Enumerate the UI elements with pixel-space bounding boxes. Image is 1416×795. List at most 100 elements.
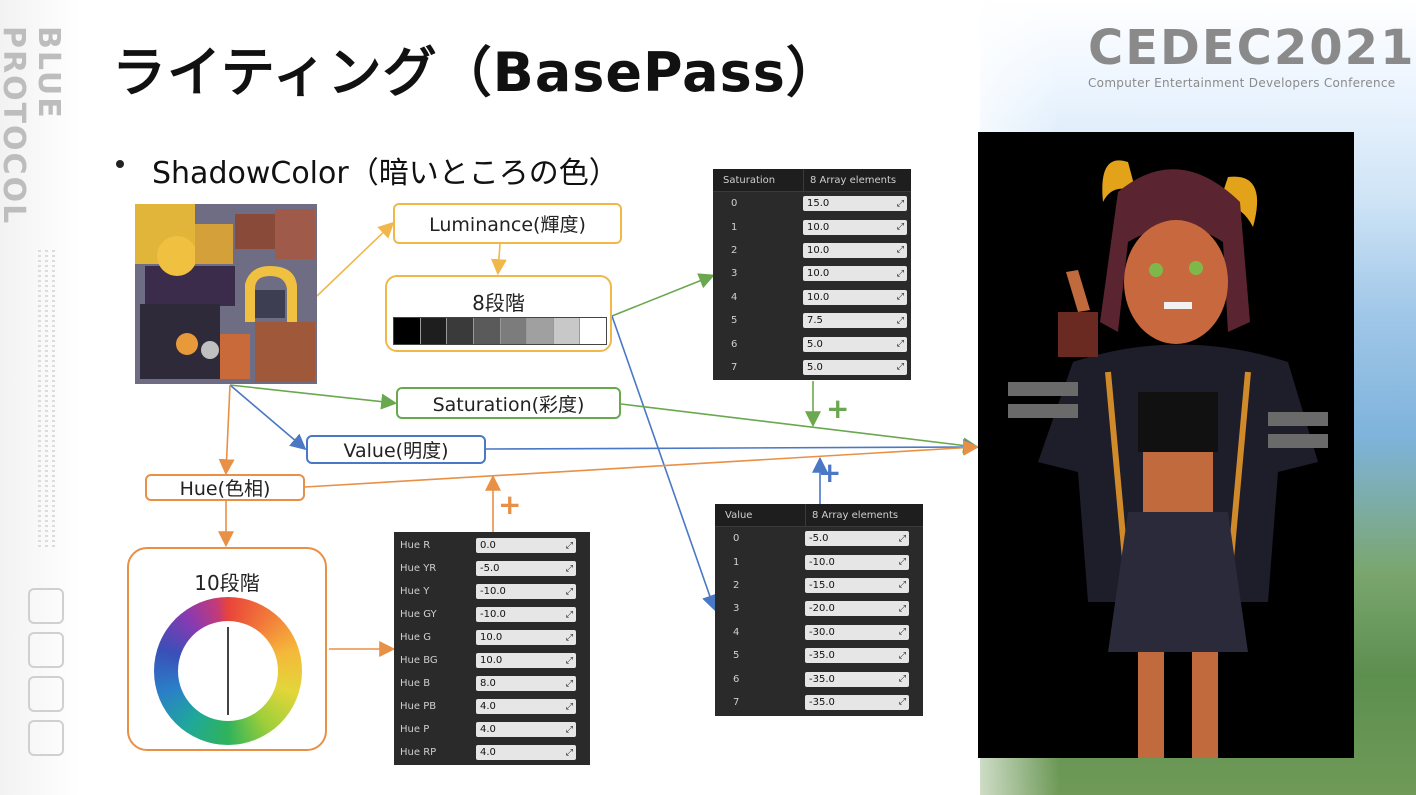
row-index: 5: [731, 315, 738, 327]
row-index: 7: [731, 361, 738, 373]
row-index: 3: [731, 268, 738, 280]
saturation-box: Saturation(彩度): [396, 387, 621, 419]
value-field[interactable]: 10.0⤢: [803, 242, 907, 258]
row-index: 4: [731, 291, 738, 303]
value-field[interactable]: -30.0⤢: [805, 624, 909, 640]
expand-icon: ⤢: [898, 697, 906, 708]
row-index: Hue Y: [400, 586, 430, 597]
expand-icon: ⤢: [898, 674, 906, 685]
expand-icon: ⤢: [565, 563, 573, 574]
bullet-dot: [116, 160, 124, 168]
luminance-box: Luminance(輝度): [393, 203, 622, 244]
array-row: 1-10.0⤢: [715, 550, 923, 573]
value-field[interactable]: -10.0⤢: [476, 584, 576, 599]
value-field[interactable]: 4.0⤢: [476, 745, 576, 760]
grayscale-steps: [393, 317, 607, 345]
expand-icon: ⤢: [898, 627, 906, 638]
expand-icon: ⤢: [896, 292, 904, 303]
array-row: 0 -5.0⤢: [715, 527, 923, 550]
value-field[interactable]: 4.0⤢: [476, 699, 576, 714]
hue-color-wheel: [154, 597, 302, 745]
steps10-label: 10段階: [194, 571, 260, 595]
row-index: Hue YR: [400, 563, 437, 574]
row-index: 6: [733, 673, 740, 685]
expand-icon: ⤢: [896, 198, 904, 209]
row-index: 0: [731, 198, 738, 210]
panel-header-label: Value: [725, 509, 753, 521]
value-field[interactable]: 7.5⤢: [803, 313, 907, 329]
value-field[interactable]: -35.0⤢: [805, 671, 909, 687]
row-index: Hue PB: [400, 701, 437, 712]
row-index: Hue P: [400, 724, 430, 735]
value-field[interactable]: -35.0⤢: [805, 694, 909, 710]
bullet-text: ShadowColor（暗いところの色）: [152, 156, 619, 191]
value-field[interactable]: -10.0⤢: [805, 554, 909, 570]
steps8-label: 8段階: [472, 291, 525, 315]
value-field[interactable]: 5.0⤢: [803, 336, 907, 352]
value-field[interactable]: 4.0⤢: [476, 722, 576, 737]
cedec-logo: CEDEC2021 Computer Entertainment Develop…: [1088, 20, 1413, 100]
value-field[interactable]: 10.0⤢: [476, 630, 576, 645]
array-row: 2 10.0⤢: [713, 239, 911, 262]
value-field[interactable]: -15.0⤢: [805, 577, 909, 593]
value-field[interactable]: -5.0⤢: [805, 531, 909, 547]
array-row: 3 -20.0⤢: [715, 597, 923, 620]
row-index: 2: [731, 244, 738, 256]
value-field[interactable]: 10.0⤢: [803, 289, 907, 305]
array-row: Hue BG 10.0⤢: [394, 649, 590, 672]
array-row: 6 5.0⤢: [713, 332, 911, 355]
slide-title: ライティング（BasePass）: [112, 41, 841, 104]
character-render: [978, 132, 1354, 758]
row-index: 7: [733, 696, 740, 708]
logo-main-text: CEDEC2021: [1088, 20, 1416, 76]
row-index: Hue BG: [400, 655, 438, 666]
value-field[interactable]: -35.0⤢: [805, 648, 909, 664]
value-field[interactable]: 10.0⤢: [476, 653, 576, 668]
expand-icon: ⤢: [565, 632, 573, 643]
panel-header-count: 8 Array elements: [803, 169, 911, 191]
logo-sub-text: Computer Entertainment Developers Confer…: [1088, 76, 1396, 90]
row-index: 3: [733, 603, 740, 615]
panel-header-label: Saturation: [723, 174, 776, 186]
value-field[interactable]: 10.0⤢: [803, 266, 907, 282]
brand-logo-vertical: BLUE PROTOCOL: [0, 26, 66, 226]
row-index: 2: [733, 579, 740, 591]
value-field[interactable]: -20.0⤢: [805, 601, 909, 617]
row-index: 6: [731, 338, 738, 350]
value-field[interactable]: 5.0⤢: [803, 359, 907, 375]
hue-10-steps: 10段階: [127, 547, 327, 751]
array-row: 4 -30.0⤢: [715, 621, 923, 644]
array-row: 4 10.0⤢: [713, 286, 911, 309]
value-field[interactable]: 10.0⤢: [803, 219, 907, 235]
array-row: Hue GY -10.0⤢: [394, 603, 590, 626]
expand-icon: ⤢: [896, 362, 904, 373]
expand-icon: ⤢: [898, 533, 906, 544]
value-field[interactable]: 15.0⤢: [803, 196, 907, 212]
value-field[interactable]: -10.0⤢: [476, 607, 576, 622]
plus-orange: +: [498, 488, 522, 521]
row-index: 4: [733, 626, 740, 638]
expand-icon: ⤢: [565, 678, 573, 689]
expand-icon: ⤢: [565, 701, 573, 712]
array-row: 7 -35.0⤢: [715, 691, 923, 714]
array-row: 7 5.0⤢: [713, 356, 911, 379]
array-row: Hue Y -10.0⤢: [394, 580, 590, 603]
row-index: Hue GY: [400, 609, 437, 620]
array-row: 2 -15.0⤢: [715, 574, 923, 597]
expand-icon: ⤢: [898, 603, 906, 614]
expand-icon: ⤢: [565, 540, 573, 551]
array-row: Hue P 4.0⤢: [394, 718, 590, 741]
row-index: 0: [733, 533, 740, 545]
brand-emblems: [26, 580, 66, 770]
value-field[interactable]: 0.0⤢: [476, 538, 576, 553]
value-field[interactable]: -5.0⤢: [476, 561, 576, 576]
value-field[interactable]: 8.0⤢: [476, 676, 576, 691]
expand-icon: ⤢: [896, 339, 904, 350]
texture-thumbnail: [135, 204, 317, 384]
